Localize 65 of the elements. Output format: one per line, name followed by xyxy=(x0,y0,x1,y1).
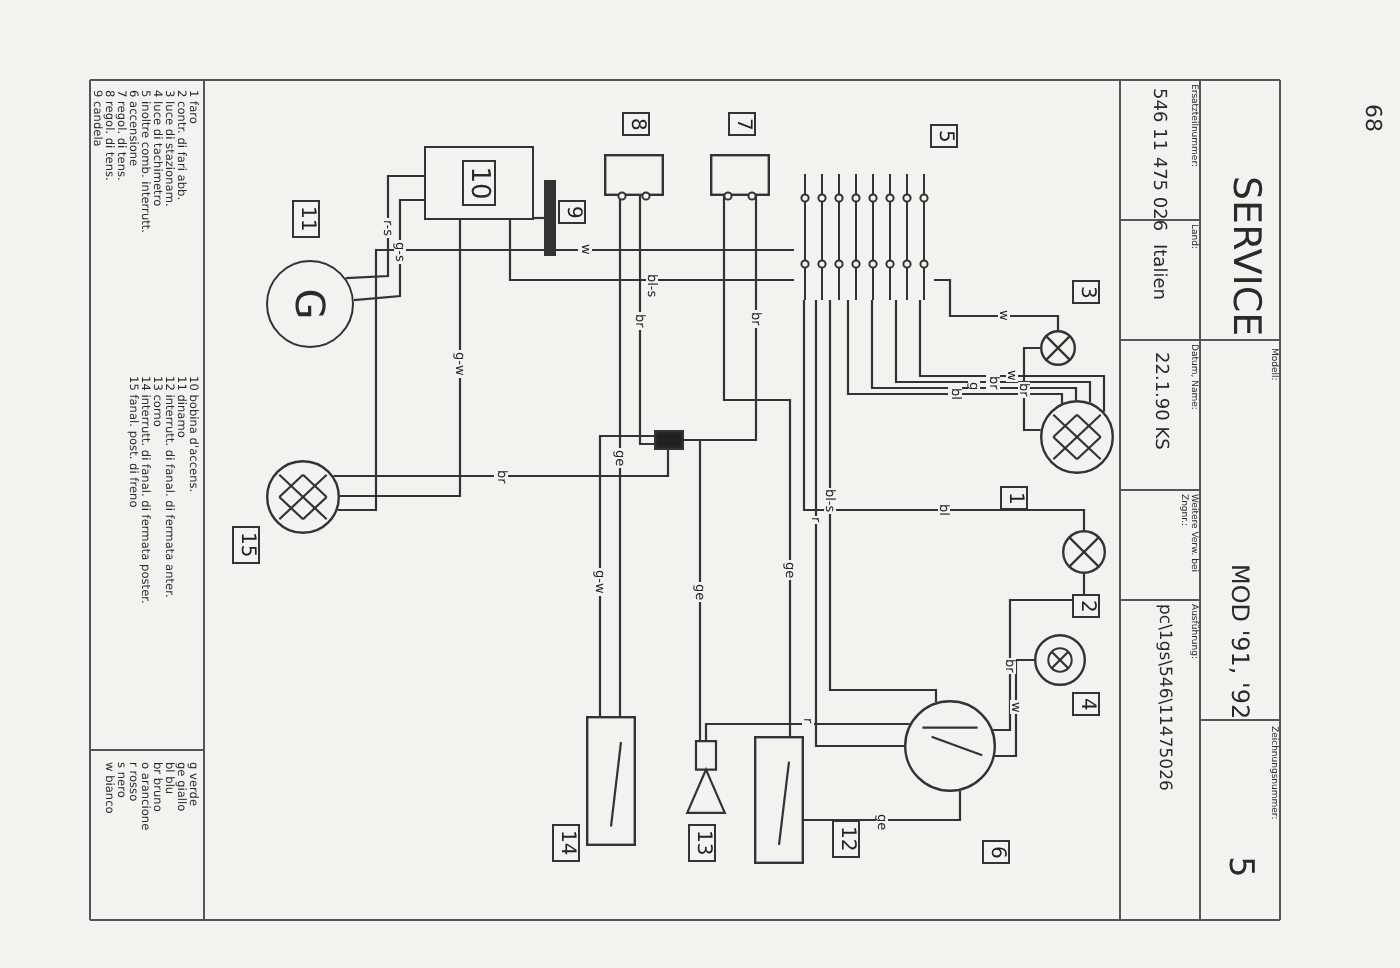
wire xyxy=(934,278,1060,330)
title-block-text: MOD '91, '92 xyxy=(1228,564,1252,720)
brake-switch-symbol xyxy=(754,736,804,864)
wire xyxy=(894,300,1092,403)
wire xyxy=(638,196,654,446)
component-number: 15 xyxy=(232,526,260,564)
generator-symbol: G xyxy=(288,286,332,324)
ignition-switch-symbol xyxy=(904,700,996,792)
wire xyxy=(828,300,938,703)
regulator-box xyxy=(710,154,770,196)
title-block-text: 546 11 475 026 xyxy=(1148,88,1166,232)
wire xyxy=(870,300,1078,400)
component-number: 7 xyxy=(728,112,756,137)
tail-light-symbol xyxy=(266,460,340,534)
wire xyxy=(918,300,1106,412)
wire xyxy=(994,658,1034,758)
wire xyxy=(333,450,670,478)
wire xyxy=(802,300,1086,530)
component-number: 8 xyxy=(622,112,650,137)
wire xyxy=(846,300,1064,404)
junction-block xyxy=(654,430,684,450)
regulator-box xyxy=(604,154,664,196)
title-block-text: 68 xyxy=(1362,104,1384,132)
component-number: 13 xyxy=(688,824,716,862)
headlight-symbol xyxy=(1040,400,1114,474)
wire xyxy=(340,220,462,498)
component-number: 11 xyxy=(292,200,320,238)
brake-switch-symbol xyxy=(586,716,636,846)
title-block-text: pc\1gs\546\11475026 xyxy=(1155,604,1172,791)
wire xyxy=(345,174,424,280)
wire xyxy=(353,198,424,302)
component-number: 12 xyxy=(832,820,860,858)
component-number: 2 xyxy=(1072,594,1100,619)
component-number: 9 xyxy=(558,200,586,225)
component-number: 14 xyxy=(552,824,580,862)
wire xyxy=(534,216,544,220)
lamp-symbol xyxy=(1040,330,1076,366)
component-number: 10 xyxy=(462,160,496,206)
component-number: 6 xyxy=(982,840,1010,865)
wire xyxy=(993,574,1086,732)
wire xyxy=(704,722,910,740)
horn-symbol xyxy=(686,740,726,814)
title-block-text: 22.1.90 KS xyxy=(1150,352,1168,450)
connector-pins xyxy=(794,174,934,300)
title-block-text: SERVICE xyxy=(1226,176,1264,337)
component-number: 4 xyxy=(1072,692,1100,717)
title-block-text: 5 xyxy=(1222,856,1256,878)
wire xyxy=(337,248,794,512)
component-number: 3 xyxy=(1072,280,1100,305)
wire xyxy=(1022,346,1041,432)
wire xyxy=(684,438,702,740)
wire xyxy=(722,196,792,736)
component-number: 5 xyxy=(930,124,958,149)
title-block-text: Italien xyxy=(1148,244,1166,300)
ignition-coil-box xyxy=(424,146,534,220)
ground-symbol xyxy=(544,180,556,256)
wire xyxy=(618,196,622,716)
lamp-symbol xyxy=(1034,634,1086,686)
generator-circle xyxy=(266,260,354,348)
lamp-symbol xyxy=(1062,530,1106,574)
wire xyxy=(814,300,904,748)
wire xyxy=(598,434,654,716)
wire xyxy=(508,220,794,282)
component-number: 1 xyxy=(1000,486,1028,511)
wire xyxy=(804,790,962,822)
